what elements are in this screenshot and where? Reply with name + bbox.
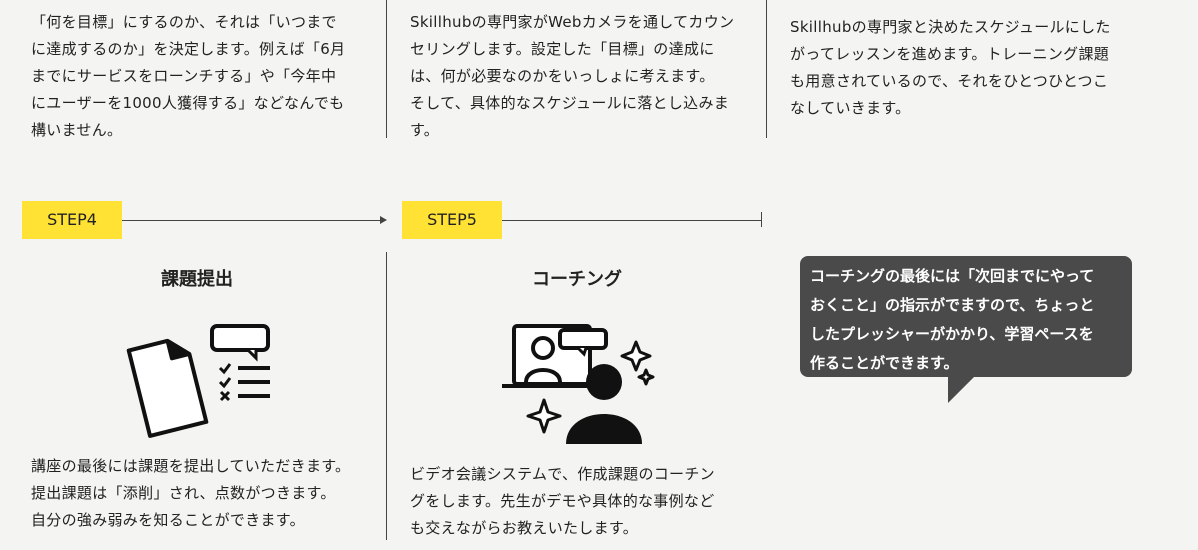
text-line: グをします。先生がデモや具体的な事例など [410,492,715,510]
text-line: ビデオ会議システムで、作成課題のコーチン [410,465,715,483]
text-line: なしていきます。 [790,99,911,117]
text-line: も用意されているので、それをひとつひとつこ [790,72,1109,90]
timeline-arrow [122,220,380,221]
text-line: したプレッシャーがかかり、学習ペースを [810,325,1094,343]
step2-description: Skillhubの専門家がWebカメラを通してカウン セリングします。設定した「… [410,9,755,144]
text-line: Skillhubの専門家がWebカメラを通してカウン [410,13,735,31]
step5-badge: STEP5 [402,201,502,239]
text-line: 「何を目標」にするのか、それは「いつまで [31,13,337,31]
text-line: そして、具体的なスケジュールに落とし込みま [410,94,730,112]
step1-description: 「何を目標」にするのか、それは「いつまで に達成するのか」を決定します。例えば「… [31,9,376,144]
column-divider [386,0,387,138]
step5-title: コーチング [532,269,622,290]
document-checklist-icon [126,324,270,438]
step5-description: ビデオ会議システムで、作成課題のコーチン グをします。先生がデモや具体的な事例な… [410,461,755,542]
text-line: は、何が必要なのかをいっしょに考えます。 [410,67,715,85]
document-icon [126,338,209,438]
chat-bubble-icon [210,324,270,362]
column-divider [766,0,767,138]
text-line: セリングします。設定した「目標」の達成に [410,40,715,58]
step4-description: 講座の最後には課題を提出していただきます。 提出課題は「添削」され、点数がつきま… [31,453,376,534]
sparkle-icon [526,340,655,434]
text-line: コーチングの最後には「次回までにやって [810,267,1095,285]
text-line: にユーザーを1000人獲得する」などなんでも [31,94,345,112]
text-line: す。 [410,121,440,139]
checklist-icon [218,363,270,402]
text-line: も交えながらお教えいたします。 [410,519,639,537]
person-silhouette-icon [566,364,642,444]
tip-speech-bubble: コーチングの最後には「次回までにやって おくこと」の指示がでますので、ちょっと … [800,256,1132,377]
timeline-end-tick [761,212,762,227]
text-line: 講座の最後には課題を提出していただきます。 [31,457,351,475]
arrow-head-icon [380,216,387,224]
text-line: までにサービスをローンチする」や「今年中 [31,67,337,85]
bubble-tail [948,375,976,403]
step4-title: 課題提出 [161,269,233,290]
timeline-line [502,220,762,221]
text-line: 自分の強み弱みを知ることができます。 [31,511,305,529]
chat-bubble-icon [558,328,608,357]
text-line: 作ることができます。 [810,354,959,372]
text-line: 提出課題は「添削」され、点数がつきます。 [31,484,336,502]
text-line: がってレッスンを進めます。トレーニング課題 [790,45,1110,63]
text-line: おくこと」の指示がでますので、ちょっと [810,296,1095,314]
text-line: Skillhubの専門家と決めたスケジュールにした [790,18,1111,36]
column-divider [386,252,387,540]
step3-description: Skillhubの専門家と決めたスケジュールにした がってレッスンを進めます。ト… [790,14,1145,122]
text-line: に達成するのか」を決定します。例えば「6月 [31,40,346,58]
video-coaching-icon [502,324,655,444]
text-line: 構いません。 [31,121,123,139]
step4-badge: STEP4 [22,201,122,239]
